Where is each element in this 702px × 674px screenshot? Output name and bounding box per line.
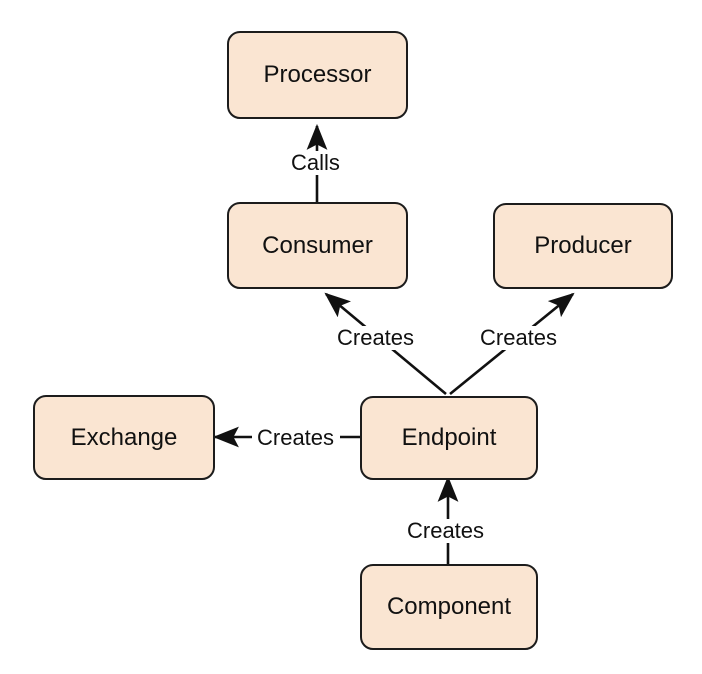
node-consumer[interactable]: Consumer	[227, 202, 408, 289]
edge-label-creates-consumer: Creates	[334, 326, 418, 350]
node-consumer-label: Consumer	[262, 231, 373, 259]
node-exchange-label: Exchange	[70, 423, 178, 451]
node-endpoint-label: Endpoint	[401, 424, 497, 451]
node-processor-label: Processor	[263, 61, 372, 88]
node-producer[interactable]: Producer	[493, 203, 673, 289]
edge-label-creates-endpoint: Creates	[404, 519, 488, 543]
node-endpoint[interactable]: Endpoint	[360, 396, 538, 480]
node-exchange[interactable]: Exchange	[33, 395, 215, 480]
node-component[interactable]: Component	[360, 564, 538, 650]
edge-label-creates-producer: Creates	[477, 326, 561, 350]
edge-label-creates-exchange: Creates	[254, 426, 338, 450]
edge-label-calls: Calls	[288, 151, 343, 175]
node-processor[interactable]: Processor	[227, 31, 408, 119]
node-component-label: Component	[386, 593, 512, 620]
node-producer-label: Producer	[534, 232, 632, 259]
